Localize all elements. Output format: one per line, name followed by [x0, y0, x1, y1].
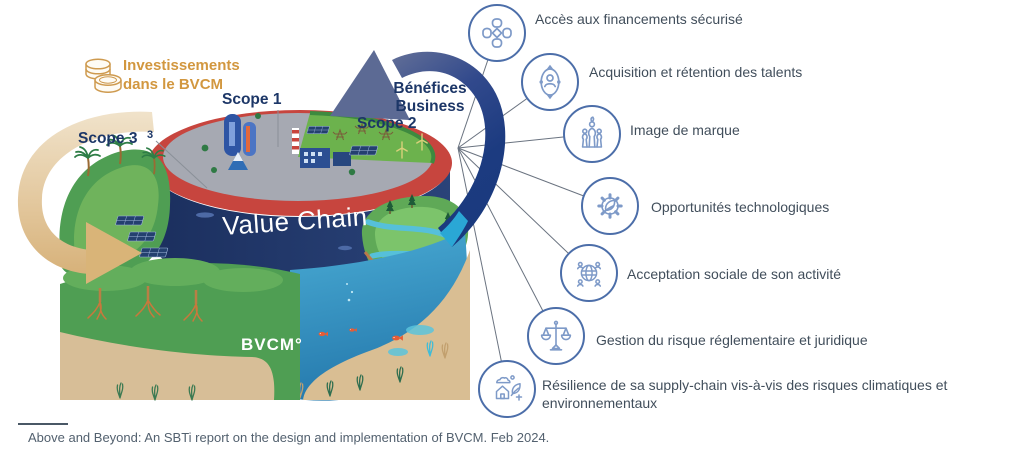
- underwater-scene: [231, 230, 470, 401]
- benefit-icon-circle: [581, 177, 639, 235]
- benefit-icon-circle: [478, 360, 536, 418]
- coins-icon: [85, 58, 122, 93]
- investments-title: Investissements dans le BVCM: [123, 57, 240, 93]
- scope3-marker: 3: [147, 129, 154, 141]
- benefit-label: Accès aux financements sécurisé: [535, 11, 743, 27]
- scope2-label: Scope 2: [357, 115, 417, 132]
- footnote-text: Above and Beyond: An SBTi report on the …: [28, 430, 550, 445]
- benefit-icon-circle: [560, 244, 618, 302]
- benefits-arrow: [330, 50, 506, 247]
- benefit-label: Résilience de sa supply-chain vis-à-vis …: [542, 377, 948, 412]
- benefit-label: Acceptation sociale de son activité: [627, 266, 842, 282]
- chess-pieces-icon: [581, 116, 603, 148]
- scope3-label: Scope 3: [78, 130, 138, 147]
- mangrove-shore: [60, 258, 300, 401]
- investment-arrow: [17, 111, 155, 284]
- talent-badge-icon: [539, 64, 561, 100]
- bvcm-label: BVCM°: [241, 335, 303, 354]
- globe-community-icon: [576, 261, 602, 287]
- benefit-icon-circle: [527, 307, 585, 365]
- scope-pointer-lines: [155, 110, 279, 189]
- benefit-icon-circle: [521, 53, 579, 111]
- city-buildings: [201, 113, 356, 176]
- benefit-icon-circle: [468, 4, 526, 62]
- benefit-label: Acquisition et rétention des talents: [589, 64, 803, 80]
- benefit-icon-circle: [563, 105, 621, 163]
- scope1-label: Scope 1: [222, 91, 282, 108]
- gear-leaf-icon: [597, 193, 623, 219]
- benefits-arrow-label: Bénéfices Business: [393, 80, 467, 116]
- resilient-home-icon: [495, 375, 523, 401]
- benefit-label: Image de marque: [630, 122, 740, 138]
- benefit-label: Gestion du risque réglementaire et jurid…: [596, 332, 868, 348]
- footnote-divider: [18, 423, 68, 425]
- benefit-label: Opportunités technologiques: [651, 199, 830, 215]
- justice-scales-icon: [540, 320, 572, 351]
- value-chain-cylinder: [59, 110, 470, 401]
- hands-unity-icon: [482, 18, 512, 48]
